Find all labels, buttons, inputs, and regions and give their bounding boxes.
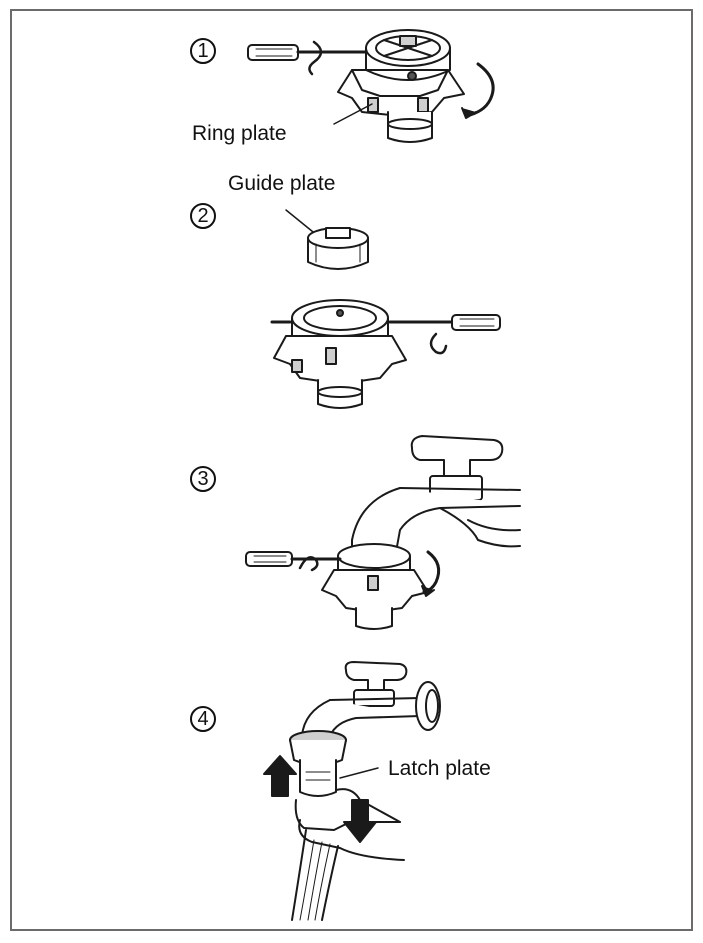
step-1-number: 1 bbox=[190, 38, 216, 64]
step2-connector-icon bbox=[273, 299, 407, 409]
step4-hose-icon bbox=[291, 829, 339, 921]
step4-pull-down-arrow-icon bbox=[343, 799, 377, 843]
diagram-frame bbox=[10, 9, 693, 931]
step4-connector-icon bbox=[289, 730, 379, 797]
step-2-number: 2 bbox=[190, 203, 216, 229]
step1-connector-icon bbox=[333, 29, 495, 143]
step3-faucet-icon bbox=[351, 435, 521, 553]
step2-guide-plate-icon bbox=[285, 209, 369, 270]
step3-screwdriver-icon bbox=[245, 551, 342, 572]
ring-plate-label: Ring plate bbox=[192, 122, 287, 145]
step4-faucet-icon bbox=[301, 661, 441, 737]
step2-screwdriver-icon bbox=[270, 314, 501, 355]
step3-connector-icon bbox=[321, 543, 441, 630]
latch-plate-label: Latch plate bbox=[388, 757, 491, 780]
guide-plate-label: Guide plate bbox=[228, 172, 336, 195]
step-3-number: 3 bbox=[190, 466, 216, 492]
step4-push-up-arrow-icon bbox=[263, 755, 297, 797]
step-4-number: 4 bbox=[190, 706, 216, 732]
step1-screwdriver-icon bbox=[247, 40, 374, 76]
